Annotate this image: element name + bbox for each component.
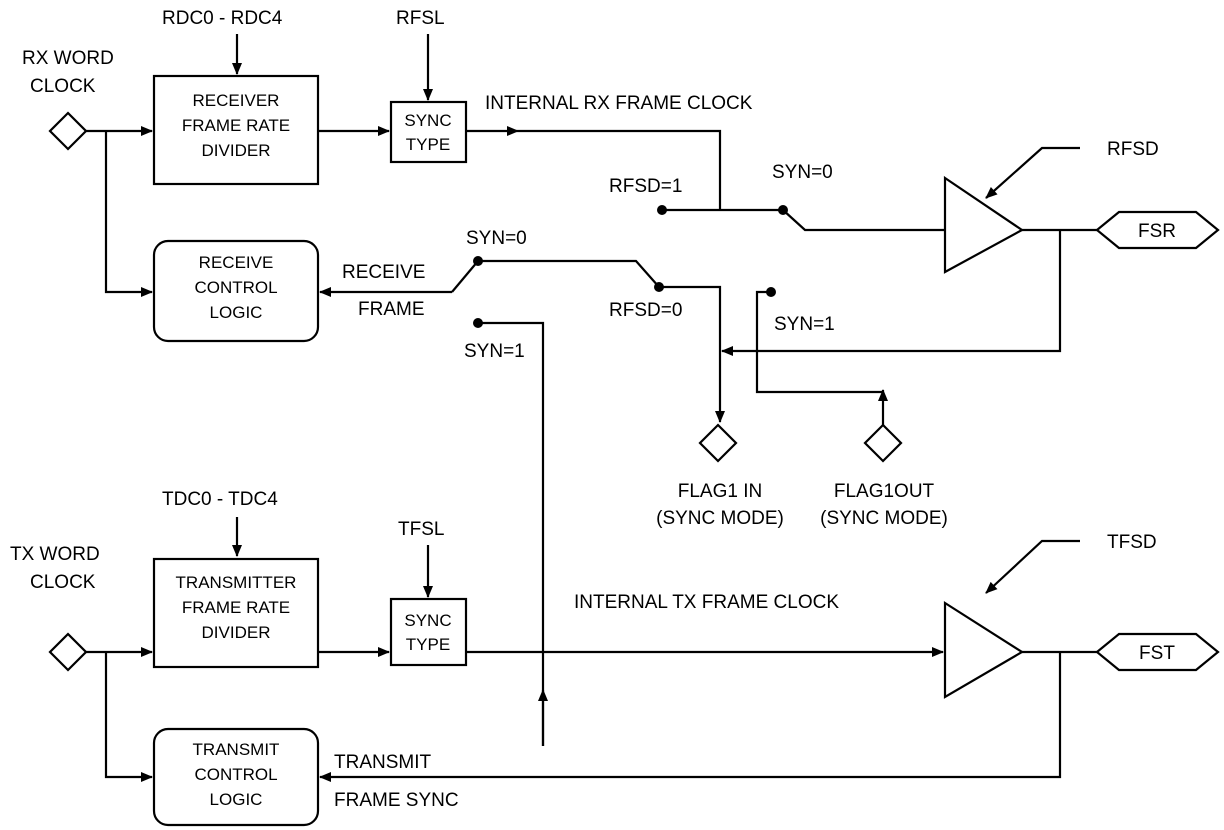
rx-control-line-1: RECEIVE <box>199 253 274 272</box>
rfsd-control-line <box>985 146 1080 199</box>
rdc-label: RDC0 - RDC4 <box>162 8 283 29</box>
receive-control-logic <box>152 239 320 343</box>
receive-frame-switch <box>451 260 479 293</box>
tx-clock-branch <box>104 652 153 782</box>
tx-sync-line-1: SYNC <box>404 611 451 630</box>
rfsd-buffer <box>943 175 1025 274</box>
flag1-out-label-2: (SYNC MODE) <box>820 508 948 529</box>
rx-divider-line-2: FRAME RATE <box>182 116 290 135</box>
syn-0-top-switch <box>782 209 945 232</box>
transmit-frame-sync-label-2: FRAME SYNC <box>334 790 459 811</box>
fst-pin <box>1095 632 1220 672</box>
tx-word-clock-label-2: CLOCK <box>30 572 96 593</box>
syn-1-right-label: SYN=1 <box>774 314 835 335</box>
receive-frame-label-2: FRAME <box>358 299 425 320</box>
tx-divider-line-3: DIVIDER <box>202 623 271 642</box>
syn-0-top-label: SYN=0 <box>772 162 833 183</box>
rx-control-line-3: LOGIC <box>210 303 263 322</box>
tx-divider-line-2: FRAME RATE <box>182 598 290 617</box>
receiver-frame-rate-divider <box>152 74 320 186</box>
tx-control-line-1: TRANSMIT <box>193 740 280 759</box>
rfsd-0-label: RFSD=0 <box>609 300 682 321</box>
transmitter-frame-rate-divider <box>152 557 320 669</box>
tfsd-buffer <box>943 600 1025 699</box>
tx-word-clock-label-1: TX WORD <box>10 544 100 565</box>
transmit-control-logic <box>152 727 320 827</box>
receive-frame-label-1: RECEIVE <box>342 262 425 283</box>
rfsl-label: RFSL <box>396 8 445 29</box>
rx-control-line-2: CONTROL <box>194 278 277 297</box>
tfsl-label: TFSL <box>398 519 444 540</box>
tdc-label: TDC0 - TDC4 <box>162 489 278 510</box>
tx-sync-type <box>389 597 468 667</box>
rx-sync-line-2: TYPE <box>406 135 450 154</box>
tx-divider-line-1: TRANSMITTER <box>176 573 297 592</box>
fsr-feedback-wire <box>721 230 1062 356</box>
flag1-in-label-2: (SYNC MODE) <box>656 508 784 529</box>
syn-0-mid-label: SYN=0 <box>466 228 527 249</box>
tfsd-control-line <box>985 539 1080 594</box>
rfsd-0-wire <box>659 285 725 423</box>
fst-feedback-wire <box>319 652 1062 782</box>
rx-word-clock-label-2: CLOCK <box>30 76 96 97</box>
tx-word-clock-pin <box>48 632 88 672</box>
rx-clock-branch <box>104 131 153 297</box>
flag1-out-label-1: FLAG1OUT <box>834 481 935 502</box>
rx-sync-type <box>389 100 468 164</box>
fsr-pin-label: FSR <box>1138 221 1176 242</box>
tx-sync-line-2: TYPE <box>406 635 450 654</box>
transmit-frame-sync-label-1: TRANSMIT <box>334 752 432 773</box>
internal-rx-frame-clock-label: INTERNAL RX FRAME CLOCK <box>485 93 753 114</box>
rx-divider-line-1: RECEIVER <box>193 91 280 110</box>
fst-pin-label: FST <box>1139 643 1175 664</box>
rx-word-clock-label-1: RX WORD <box>22 48 114 69</box>
syn-1-left-wire <box>478 321 545 746</box>
rx-sync-line-1: SYNC <box>404 111 451 130</box>
tx-control-line-2: CONTROL <box>194 765 277 784</box>
syn-1-left-label: SYN=1 <box>464 341 525 362</box>
fsr-pin <box>1095 210 1220 250</box>
rfsd-label: RFSD <box>1107 139 1159 160</box>
internal-tx-frame-clock-label: INTERNAL TX FRAME CLOCK <box>574 592 839 613</box>
rx-divider-line-3: DIVIDER <box>202 141 271 160</box>
syn-0-mid-wire <box>478 259 660 288</box>
tfsd-label: TFSD <box>1107 532 1157 553</box>
flag1-in-pin <box>698 423 738 463</box>
flag1-in-label-1: FLAG1 IN <box>678 481 762 502</box>
syn-1-right-wire <box>755 290 883 394</box>
tx-control-line-3: LOGIC <box>210 790 263 809</box>
rfsd-1-label: RFSD=1 <box>609 176 682 197</box>
rx-word-clock-pin <box>48 111 88 151</box>
flag1-out-pin <box>863 423 903 463</box>
internal-rx-clock-wire <box>518 129 722 210</box>
